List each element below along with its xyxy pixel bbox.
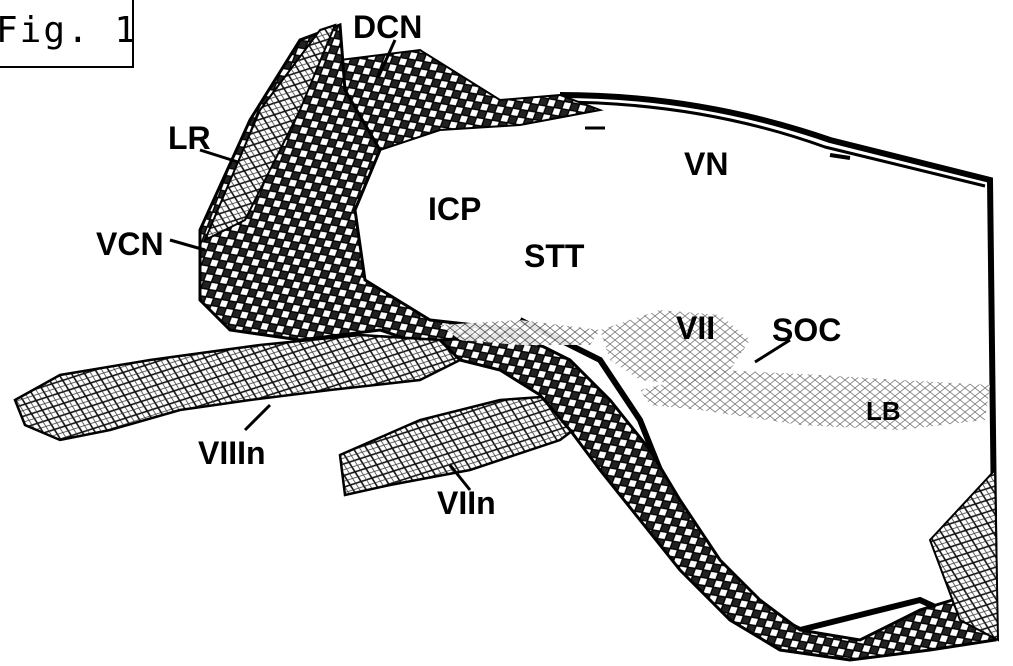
label-lb: LB — [866, 398, 901, 424]
label-stt: STT — [524, 240, 584, 272]
label-icp: ICP — [428, 193, 481, 225]
label-vcn: VCN — [96, 228, 164, 260]
label-vii: VII — [676, 312, 715, 344]
label-lr: LR — [168, 122, 211, 154]
label-viiin: VIIIn — [198, 437, 266, 469]
label-vn: VN — [684, 148, 728, 180]
figure-number: Fig. 1 — [0, 10, 138, 51]
label-dcn: DCN — [353, 11, 422, 43]
label-soc: SOC — [772, 314, 841, 346]
outer-mesh — [15, 25, 998, 660]
label-viin: VIIn — [437, 487, 496, 519]
